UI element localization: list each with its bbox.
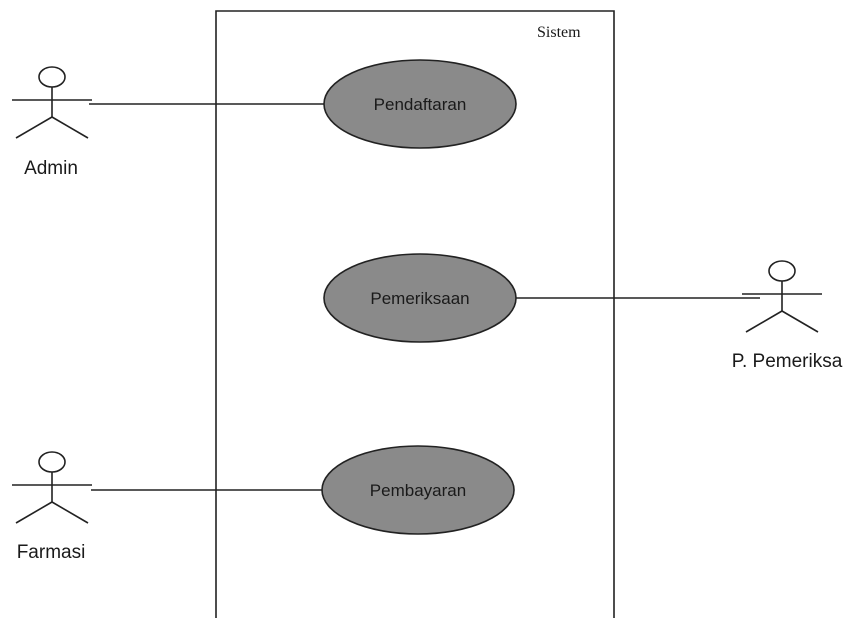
actor-admin-icon — [12, 66, 92, 139]
system-label: Sistem — [537, 24, 581, 41]
use-case-pemeriksaan[interactable]: Pemeriksaan — [323, 253, 517, 343]
actor-admin[interactable]: Admin — [12, 66, 92, 179]
actor-pemeriksa-icon — [742, 260, 822, 333]
actor-farmasi-icon — [12, 451, 92, 524]
actor-farmasi[interactable]: Farmasi — [12, 451, 92, 563]
use-case-pendaftaran[interactable]: Pendaftaran — [323, 59, 517, 149]
actor-admin-label: Admin — [24, 158, 78, 179]
actor-farmasi-label: Farmasi — [17, 542, 86, 563]
use-case-pembayaran[interactable]: Pembayaran — [321, 445, 515, 535]
actor-pemeriksa-label: P. Pemeriksa — [732, 351, 843, 372]
use-case-pembayaran-label: Pembayaran — [370, 481, 466, 500]
use-case-pembayaran-shape — [321, 445, 515, 535]
system-boundary-box — [215, 10, 615, 618]
use-case-pendaftaran-label: Pendaftaran — [374, 95, 467, 114]
actor-pemeriksa[interactable]: P. Pemeriksa — [732, 260, 843, 372]
system-boundary: Sistem — [215, 10, 615, 618]
associations — [89, 103, 760, 491]
use-case-pemeriksaan-shape — [323, 253, 517, 343]
use-case-pemeriksaan-label: Pemeriksaan — [370, 289, 469, 308]
use-case-pendaftaran-shape — [323, 59, 517, 149]
